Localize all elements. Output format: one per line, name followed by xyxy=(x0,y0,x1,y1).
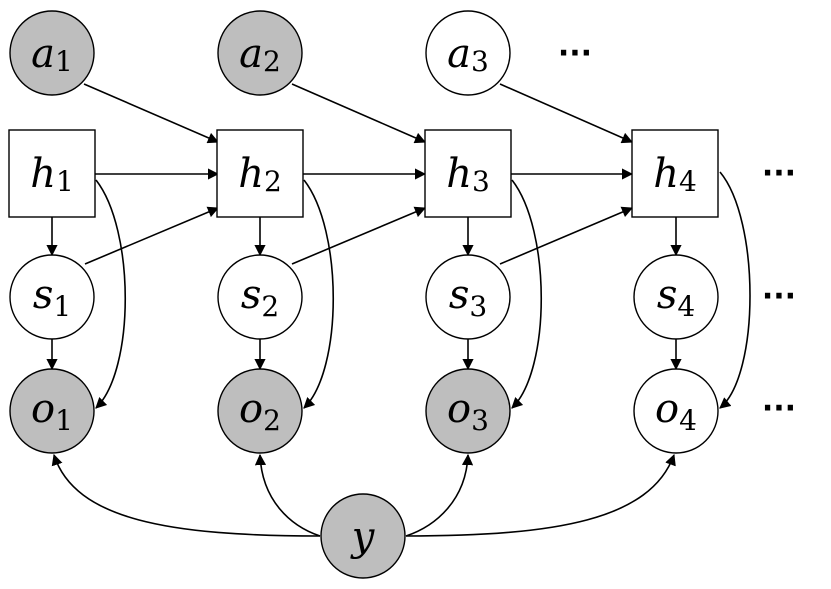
svg-text:s3: s3 xyxy=(449,272,487,323)
edge-h3-o3 xyxy=(511,179,542,409)
ellipsis-observations: ··· xyxy=(762,391,796,426)
svg-text:a1: a1 xyxy=(31,31,73,78)
node-a2: a2 xyxy=(217,10,303,96)
node-o4: o4 xyxy=(633,368,719,454)
edge-s2-h3 xyxy=(291,206,427,265)
node-o2: o2 xyxy=(217,368,303,454)
svg-text:s2: s2 xyxy=(241,272,279,323)
svg-text:h3: h3 xyxy=(446,151,490,198)
node-a3: a3 xyxy=(425,10,511,96)
edge-a1-h2 xyxy=(83,83,220,144)
node-y: y xyxy=(320,493,406,579)
edge-a2-h3 xyxy=(291,83,427,144)
edge-s3-h4 xyxy=(499,206,634,265)
node-o3: o3 xyxy=(425,368,511,454)
node-h1: h1 xyxy=(8,129,96,218)
node-h4: h4 xyxy=(631,129,719,218)
node-s3: s3 xyxy=(425,254,511,340)
ellipsis-states: ··· xyxy=(762,279,796,314)
node-a1: a1 xyxy=(9,10,95,96)
edge-a3-h4 xyxy=(499,83,634,144)
svg-text:o2: o2 xyxy=(239,386,281,437)
node-o1: o1 xyxy=(9,368,95,454)
edge-s1-h2 xyxy=(84,206,220,265)
svg-text:h2: h2 xyxy=(238,151,282,198)
node-s2: s2 xyxy=(217,254,303,340)
ellipsis-actions: ··· xyxy=(558,36,592,71)
edge-y-o4 xyxy=(405,453,676,537)
edge-h4-o4 xyxy=(719,171,751,409)
svg-text:h1: h1 xyxy=(30,151,74,198)
edge-h1-o1 xyxy=(95,179,126,409)
edges xyxy=(46,83,751,537)
svg-text:o4: o4 xyxy=(655,386,697,437)
svg-text:y: y xyxy=(350,514,376,560)
ellipsis-hidden: ··· xyxy=(762,156,796,191)
edge-y-o3 xyxy=(405,453,474,537)
svg-text:a3: a3 xyxy=(447,31,489,78)
svg-text:a2: a2 xyxy=(239,31,281,78)
svg-text:o1: o1 xyxy=(31,386,73,437)
node-h3: h3 xyxy=(424,129,512,218)
node-s4: s4 xyxy=(633,254,719,340)
node-h2: h2 xyxy=(216,129,304,218)
edge-y-o1 xyxy=(51,453,321,537)
edge-h2-o2 xyxy=(303,179,334,409)
svg-text:s4: s4 xyxy=(657,272,695,323)
edge-y-o2 xyxy=(254,453,321,537)
svg-text:o3: o3 xyxy=(447,386,489,437)
svg-text:h4: h4 xyxy=(653,151,697,198)
svg-text:s1: s1 xyxy=(33,272,71,323)
node-s1: s1 xyxy=(9,254,95,340)
